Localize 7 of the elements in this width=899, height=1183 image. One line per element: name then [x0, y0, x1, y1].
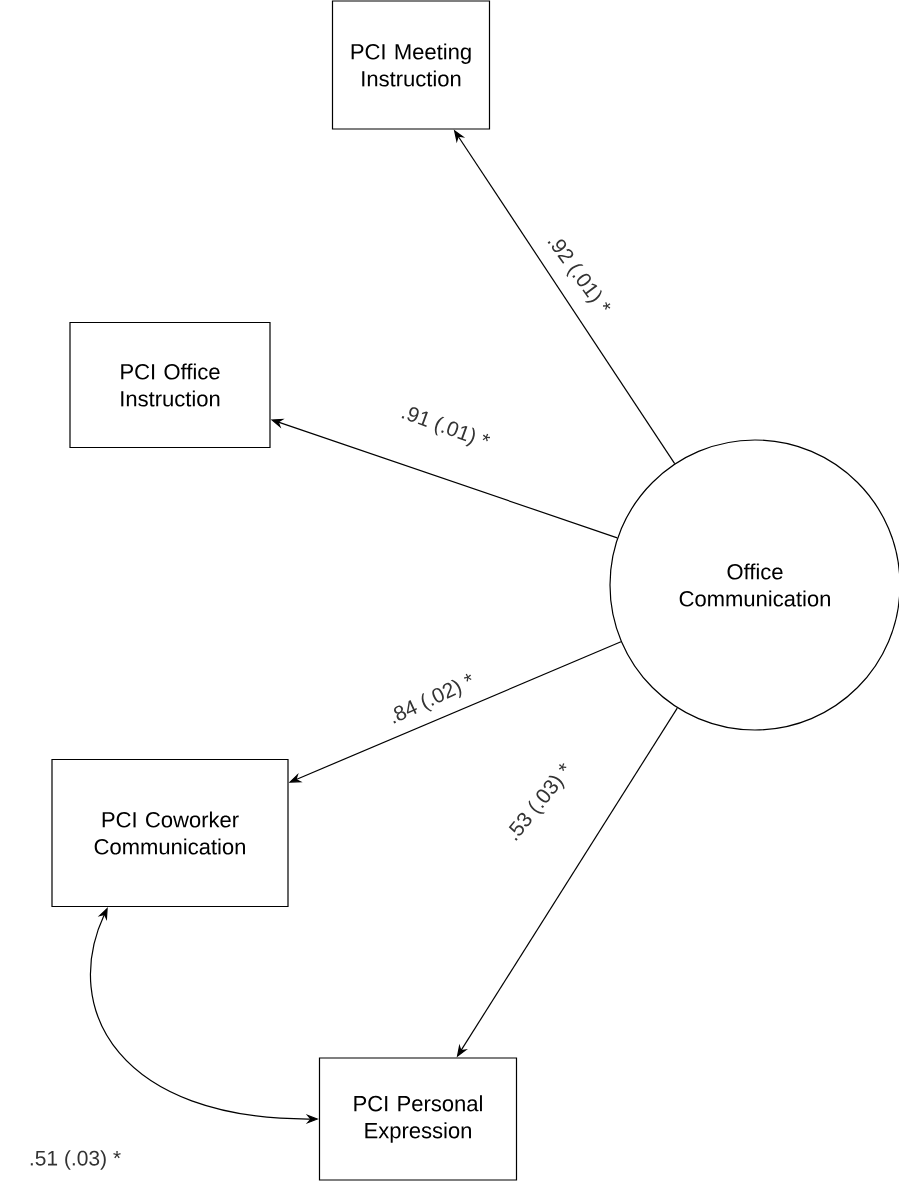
- observed-variable-box: PCI Office Instruction: [69, 321, 271, 449]
- edge-label: .51 (.03) *: [30, 1150, 121, 1170]
- observed-variable-box: PCI Personal Expression: [318, 1057, 518, 1181]
- edge-label: .91 (.01) *: [401, 407, 490, 447]
- observed-variable-box: PCI Coworker Communication: [51, 758, 289, 908]
- edge-label: .84 (.02) *: [393, 673, 472, 724]
- observed-variable-box: PCI Meeting Instruction: [331, 0, 491, 130]
